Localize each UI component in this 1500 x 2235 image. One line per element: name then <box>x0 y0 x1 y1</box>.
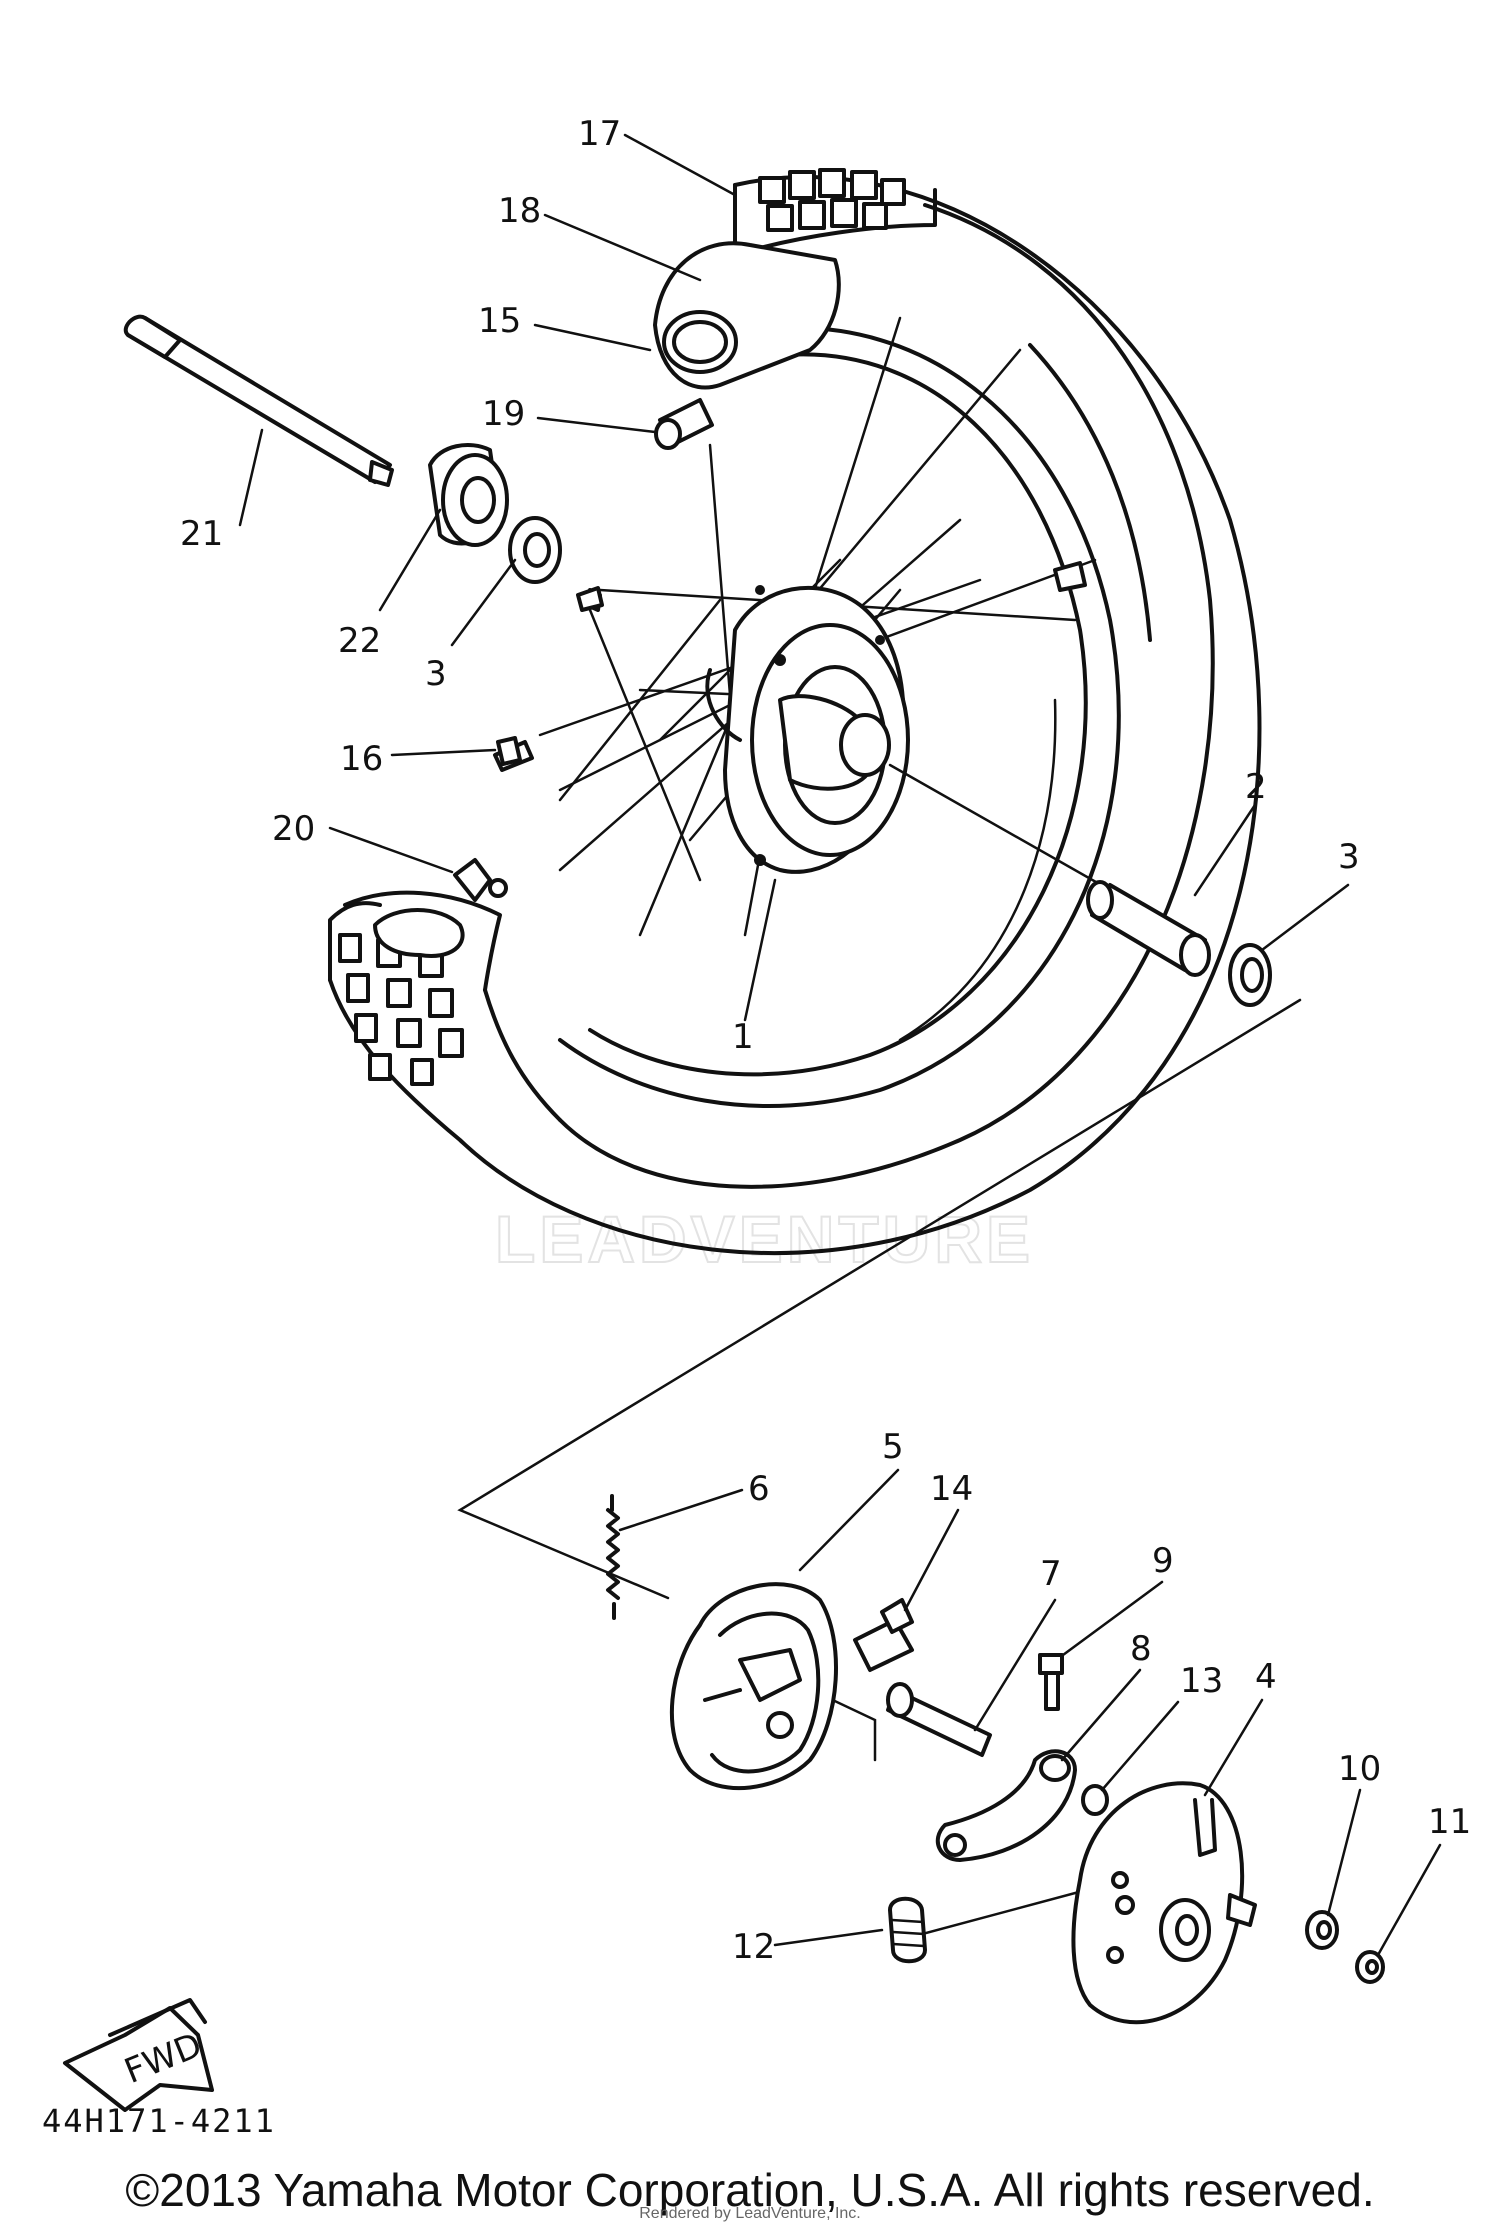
brake-guide-line-1 <box>457 998 1302 1600</box>
callout-2: 2 <box>1245 767 1267 807</box>
circlip <box>1355 1950 1385 1984</box>
callout-19: 19 <box>482 394 525 434</box>
collar <box>1086 880 1211 977</box>
rim <box>558 325 1152 1108</box>
callout-labels: 17 18 15 19 21 22 3 16 20 1 2 3 6 5 14 7… <box>180 114 1471 1967</box>
cam-shaft-guide <box>853 1598 914 1672</box>
callout-5: 5 <box>882 1427 904 1467</box>
tire <box>328 168 1262 1255</box>
callout-8: 8 <box>1130 1629 1152 1669</box>
callout-17: 17 <box>578 114 621 154</box>
part-code: 44H171-4211 <box>42 2102 276 2140</box>
callout-12: 12 <box>732 1927 775 1967</box>
brake-spring <box>606 1494 620 1620</box>
callout-22: 22 <box>338 621 381 661</box>
bolt <box>1038 1653 1064 1711</box>
callout-15: 15 <box>478 301 521 341</box>
callout-18: 18 <box>498 191 541 231</box>
callout-11: 11 <box>1428 1802 1471 1842</box>
brake-shoe-plate <box>1071 1781 1257 2025</box>
callout-7: 7 <box>1040 1554 1062 1594</box>
callout-4: 4 <box>1255 1657 1277 1697</box>
spoke-nipple <box>496 586 604 766</box>
brake-shoe <box>669 1582 839 1791</box>
callout-16: 16 <box>340 739 383 779</box>
callout-3-bearing: 3 <box>425 654 447 694</box>
rendered-by-note: Rendered by LeadVenture, Inc. <box>639 2205 861 2222</box>
inner-tube <box>653 241 841 390</box>
lever-spring <box>888 1896 927 1964</box>
plate-washer <box>1305 1910 1339 1950</box>
callout-3-seal: 3 <box>1338 837 1360 877</box>
callout-20: 20 <box>272 809 315 849</box>
camshaft-lever <box>935 1749 1077 1862</box>
callout-21: 21 <box>180 514 223 554</box>
callout-10: 10 <box>1338 1749 1381 1789</box>
tread-top <box>758 168 906 232</box>
leader-lines <box>238 133 1442 1957</box>
hub <box>705 585 910 874</box>
bearing-left <box>508 516 562 584</box>
callout-6: 6 <box>748 1469 770 1509</box>
callout-9: 9 <box>1152 1541 1174 1581</box>
valve-cap <box>654 398 714 450</box>
meter-gear-unit <box>428 443 509 547</box>
callout-1: 1 <box>732 1017 754 1057</box>
watermark: LEADVENTURE <box>495 1202 1034 1276</box>
axle-guide-line <box>888 763 1112 892</box>
washer <box>1081 1784 1109 1816</box>
oil-seal-right <box>1228 943 1272 1007</box>
fwd-arrow-icon <box>63 1998 214 2112</box>
camshaft <box>886 1682 992 1757</box>
copyright-notice: ©2013 Yamaha Motor Corporation, U.S.A. A… <box>125 2164 1375 2216</box>
wheel-axle <box>123 314 394 487</box>
callout-14: 14 <box>930 1469 973 1509</box>
rim-lock <box>453 858 508 902</box>
tread-bottom <box>338 933 464 1086</box>
callout-13: 13 <box>1180 1661 1223 1701</box>
